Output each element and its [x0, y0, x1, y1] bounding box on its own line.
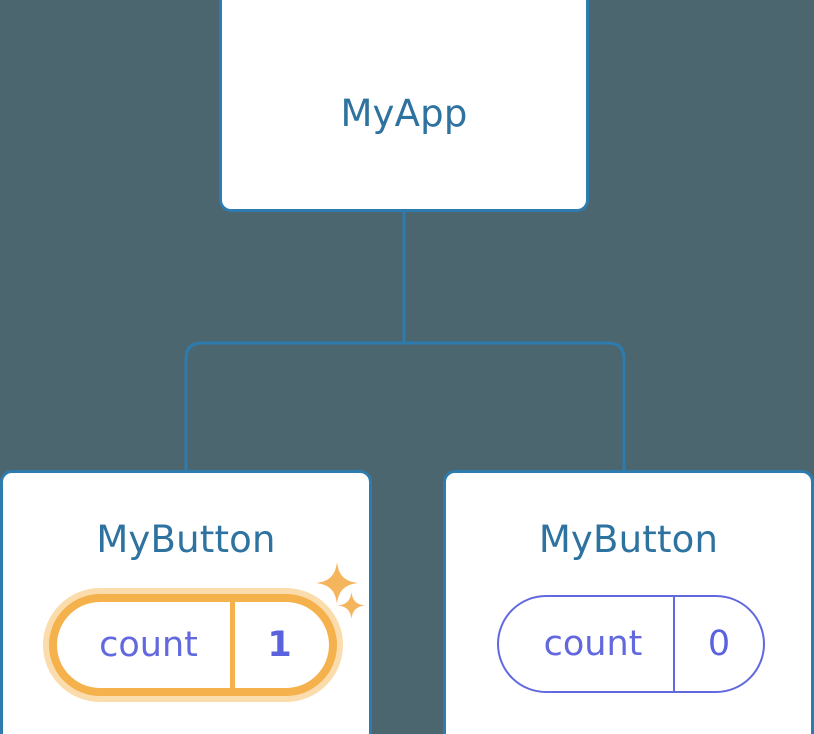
prop-key-count-left: count	[57, 602, 235, 688]
prop-key-count-right: count	[499, 597, 675, 691]
sparkle-large-icon	[316, 562, 358, 604]
prop-pill-highlighted[interactable]: count 1	[43, 588, 343, 702]
prop-pill-inner: count 1	[57, 602, 329, 688]
node-card-mybutton-left[interactable]: MyButton count 1	[0, 470, 372, 734]
prop-value-count-left: 1	[267, 624, 292, 665]
prop-value-count-right: 0	[707, 623, 731, 664]
node-title-myapp: MyApp	[340, 92, 468, 135]
node-card-myapp[interactable]: MyApp	[219, 0, 589, 212]
connector-bus-to-right-child	[404, 341, 626, 474]
connector-bus-to-left-child	[184, 341, 404, 474]
sparkle-small-icon	[338, 592, 365, 619]
node-card-mybutton-right[interactable]: MyButton count 0	[443, 470, 814, 734]
prop-pill-plain[interactable]: count 0	[497, 595, 765, 693]
node-title-mybutton-right: MyButton	[538, 518, 719, 561]
node-title-mybutton-left: MyButton	[96, 518, 276, 561]
